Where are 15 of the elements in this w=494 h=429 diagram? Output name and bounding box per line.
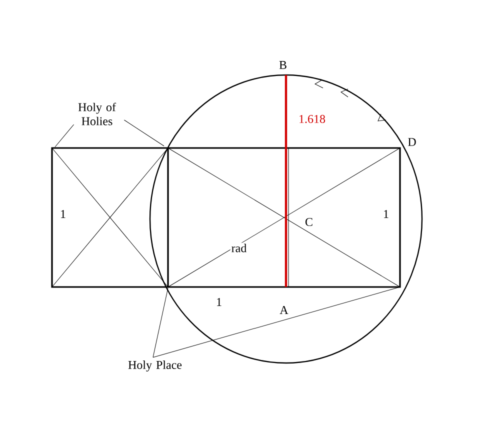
leader-line bbox=[152, 288, 168, 358]
leader-line bbox=[124, 120, 164, 146]
point-label: D bbox=[408, 138, 416, 146]
measure-label: 1 bbox=[61, 210, 66, 218]
measure-label: rad bbox=[230, 242, 248, 254]
point-label: B bbox=[279, 61, 286, 69]
measure-label: 1 bbox=[384, 210, 388, 218]
measure-label: 1.618 bbox=[300, 114, 326, 124]
point-label: C bbox=[306, 218, 312, 226]
measure-label: 1 bbox=[217, 298, 222, 306]
text-label: Holy of Holies bbox=[78, 102, 116, 126]
leader-line bbox=[54, 124, 74, 148]
point-label: A bbox=[280, 306, 288, 314]
leader-line bbox=[152, 286, 400, 358]
text-label: Holy Place bbox=[128, 360, 182, 372]
